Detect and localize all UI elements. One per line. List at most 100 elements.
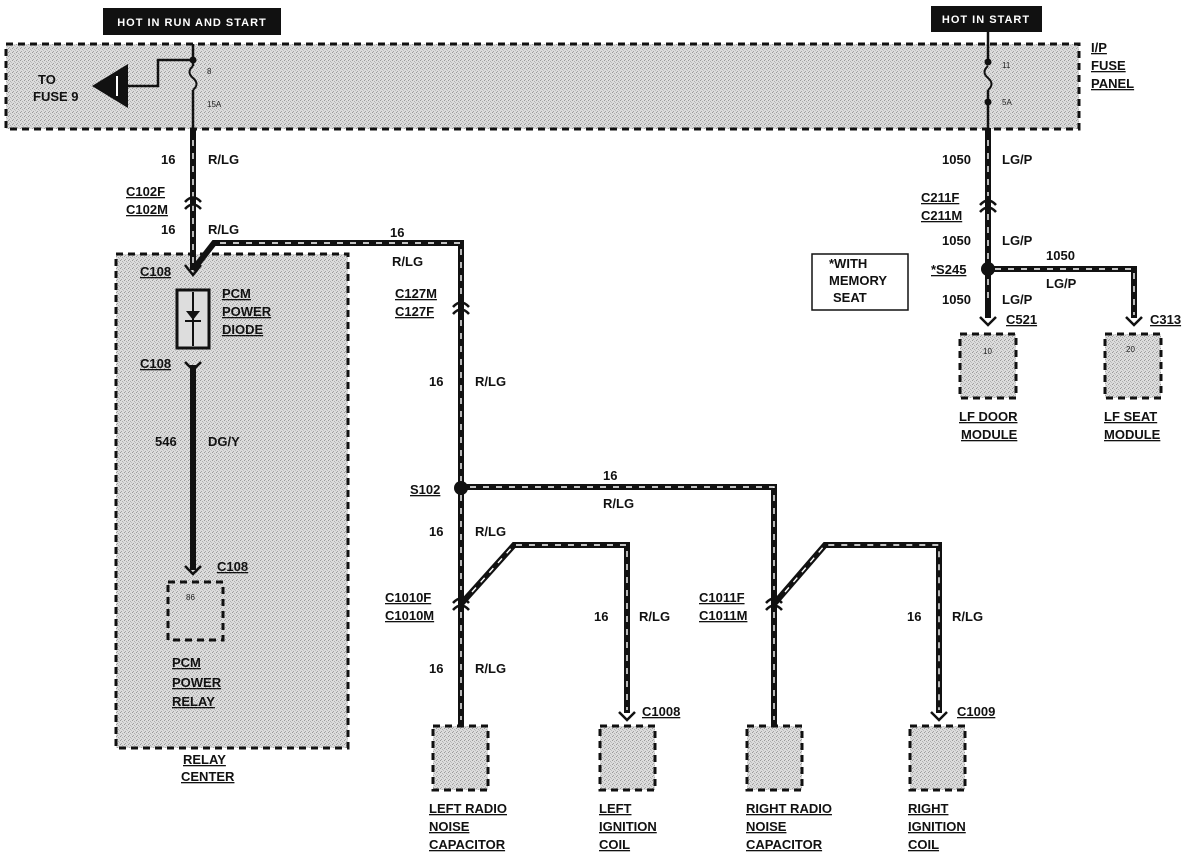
color-label-left-radio: R/LG <box>475 661 506 676</box>
left-radio-label-2: NOISE <box>429 819 470 834</box>
color-label-dgy: DG/Y <box>208 434 240 449</box>
gauge-label-c102: 16 <box>161 222 175 237</box>
connector-label-c108-bottom: C108 <box>217 559 248 574</box>
color-label-left-coil: R/LG <box>639 609 670 624</box>
color-label-top-run: R/LG <box>392 254 423 269</box>
connector-label-c127f: C127F <box>395 304 434 319</box>
lf-seat-label-1: LF SEAT <box>1104 409 1157 424</box>
connector-c313-symbol <box>1125 316 1143 327</box>
connector-label-c102f: C102F <box>126 184 165 199</box>
memory-seat-line-3: SEAT <box>833 290 867 305</box>
header-run-start-tag: HOT IN RUN AND START <box>103 8 281 35</box>
left-radio-capacitor-box <box>431 724 490 792</box>
gauge-label-left-coil: 16 <box>594 609 608 624</box>
wire-rlg-c108-to-s102 <box>190 240 464 487</box>
lf-door-label-1: LF DOOR <box>959 409 1018 424</box>
memory-seat-line-2: MEMORY <box>829 273 887 288</box>
pcm-diode-label-2: POWER <box>222 304 272 319</box>
splice-s245-dot <box>981 262 995 276</box>
fuse-panel-label-1: I/P <box>1091 40 1107 55</box>
fuse-11-number: 11 <box>1002 61 1011 70</box>
connector-c108-mid-symbol <box>184 361 202 372</box>
connector-label-c108-mid: C108 <box>140 356 171 371</box>
connector-label-c127m: C127M <box>395 286 437 301</box>
gauge-label-left-radio: 16 <box>429 661 443 676</box>
connector-label-c1010f: C1010F <box>385 590 431 605</box>
gauge-label-s102-down: 16 <box>429 524 443 539</box>
color-label-right-coil: R/LG <box>952 609 983 624</box>
gauge-label-fuse8: 16 <box>161 152 175 167</box>
lf-door-pin: 10 <box>983 347 992 356</box>
header-start-tag: HOT IN START <box>931 6 1042 32</box>
left-radio-label-3: CAPACITOR <box>429 837 506 852</box>
fuse-8-amp: 15A <box>207 100 222 109</box>
lf-door-label-2: MODULE <box>961 427 1018 442</box>
color-label-s102-down: R/LG <box>475 524 506 539</box>
connector-label-c313: C313 <box>1150 312 1181 327</box>
color-label-s245-run: LG/P <box>1046 276 1077 291</box>
connector-c1008-symbol <box>618 711 636 722</box>
connector-c1010-symbol <box>452 597 470 611</box>
lf-seat-label-2: MODULE <box>1104 427 1161 442</box>
memory-seat-note-box <box>811 253 909 311</box>
splice-s102-dot <box>454 481 468 495</box>
pcm-relay-label-2: POWER <box>172 675 222 690</box>
right-coil-label-2: IGNITION <box>908 819 966 834</box>
gauge-label-c127: 16 <box>429 374 443 389</box>
connector-c1009-symbol <box>930 711 948 722</box>
connector-c127-symbol <box>452 301 470 315</box>
pcm-power-relay-box <box>166 580 225 642</box>
gauge-label-s102-run: 16 <box>603 468 617 483</box>
left-ignition-coil-box <box>598 724 657 792</box>
fuse-panel-label-3: PANEL <box>1091 76 1134 91</box>
connector-c1011-symbol <box>765 597 783 611</box>
gauge-label-fuse11: 1050 <box>942 152 971 167</box>
gauge-label-s245-run: 1050 <box>1046 248 1075 263</box>
left-coil-label-2: IGNITION <box>599 819 657 834</box>
connector-c211-symbol <box>979 199 997 213</box>
connector-label-c108-top: C108 <box>140 264 171 279</box>
connector-label-c1010m: C1010M <box>385 608 434 623</box>
lf-door-module-box <box>958 332 1018 400</box>
fuse-panel-label-2: FUSE <box>1091 58 1126 73</box>
right-radio-capacitor-box <box>745 724 804 792</box>
fuse-8-number: 8 <box>207 67 212 76</box>
relay-center-box <box>114 252 350 750</box>
splice-label-s245: *S245 <box>931 262 966 277</box>
wire-rlg-to-right-coil <box>771 542 942 713</box>
right-coil-label-3: COIL <box>908 837 939 852</box>
fuse-11-symbol <box>983 32 993 130</box>
fuse-8-symbol <box>188 44 198 130</box>
color-label-fuse11: LG/P <box>1002 152 1033 167</box>
connector-label-c102m: C102M <box>126 202 168 217</box>
gauge-label-c211: 1050 <box>942 233 971 248</box>
gauge-label-c521: 1050 <box>942 292 971 307</box>
connector-label-c1008: C1008 <box>642 704 680 719</box>
to-fuse-label-1: TO <box>38 72 56 87</box>
to-fuse-label-2: FUSE 9 <box>33 89 79 104</box>
pcm-relay-pin: 86 <box>186 593 195 602</box>
gauge-label-right-coil: 16 <box>907 609 921 624</box>
left-coil-label-3: COIL <box>599 837 630 852</box>
lf-seat-module-box <box>1103 332 1163 400</box>
connector-c521-symbol <box>979 316 997 327</box>
right-radio-label-3: CAPACITOR <box>746 837 823 852</box>
memory-seat-line-1: *WITH <box>829 256 867 271</box>
wire-lgp-s245-to-c313 <box>988 266 1137 318</box>
lf-seat-pin: 20 <box>1126 345 1135 354</box>
right-ignition-coil-box <box>908 724 967 792</box>
color-label-c127: R/LG <box>475 374 506 389</box>
fuse-11-amp: 5A <box>1002 98 1012 107</box>
connector-label-c211m: C211M <box>921 208 962 223</box>
connector-label-c1011f: C1011F <box>699 590 745 605</box>
right-radio-label-1: RIGHT RADIO <box>746 801 832 816</box>
left-coil-label-1: LEFT <box>599 801 632 816</box>
wire-rlg-s102-to-c1011 <box>461 484 777 725</box>
header-run-start-text: HOT IN RUN AND START <box>117 17 267 29</box>
connector-label-c1009: C1009 <box>957 704 995 719</box>
connector-label-c211f: C211F <box>921 190 959 205</box>
connector-label-c521: C521 <box>1006 312 1037 327</box>
connector-c108-bottom-symbol <box>184 565 202 576</box>
